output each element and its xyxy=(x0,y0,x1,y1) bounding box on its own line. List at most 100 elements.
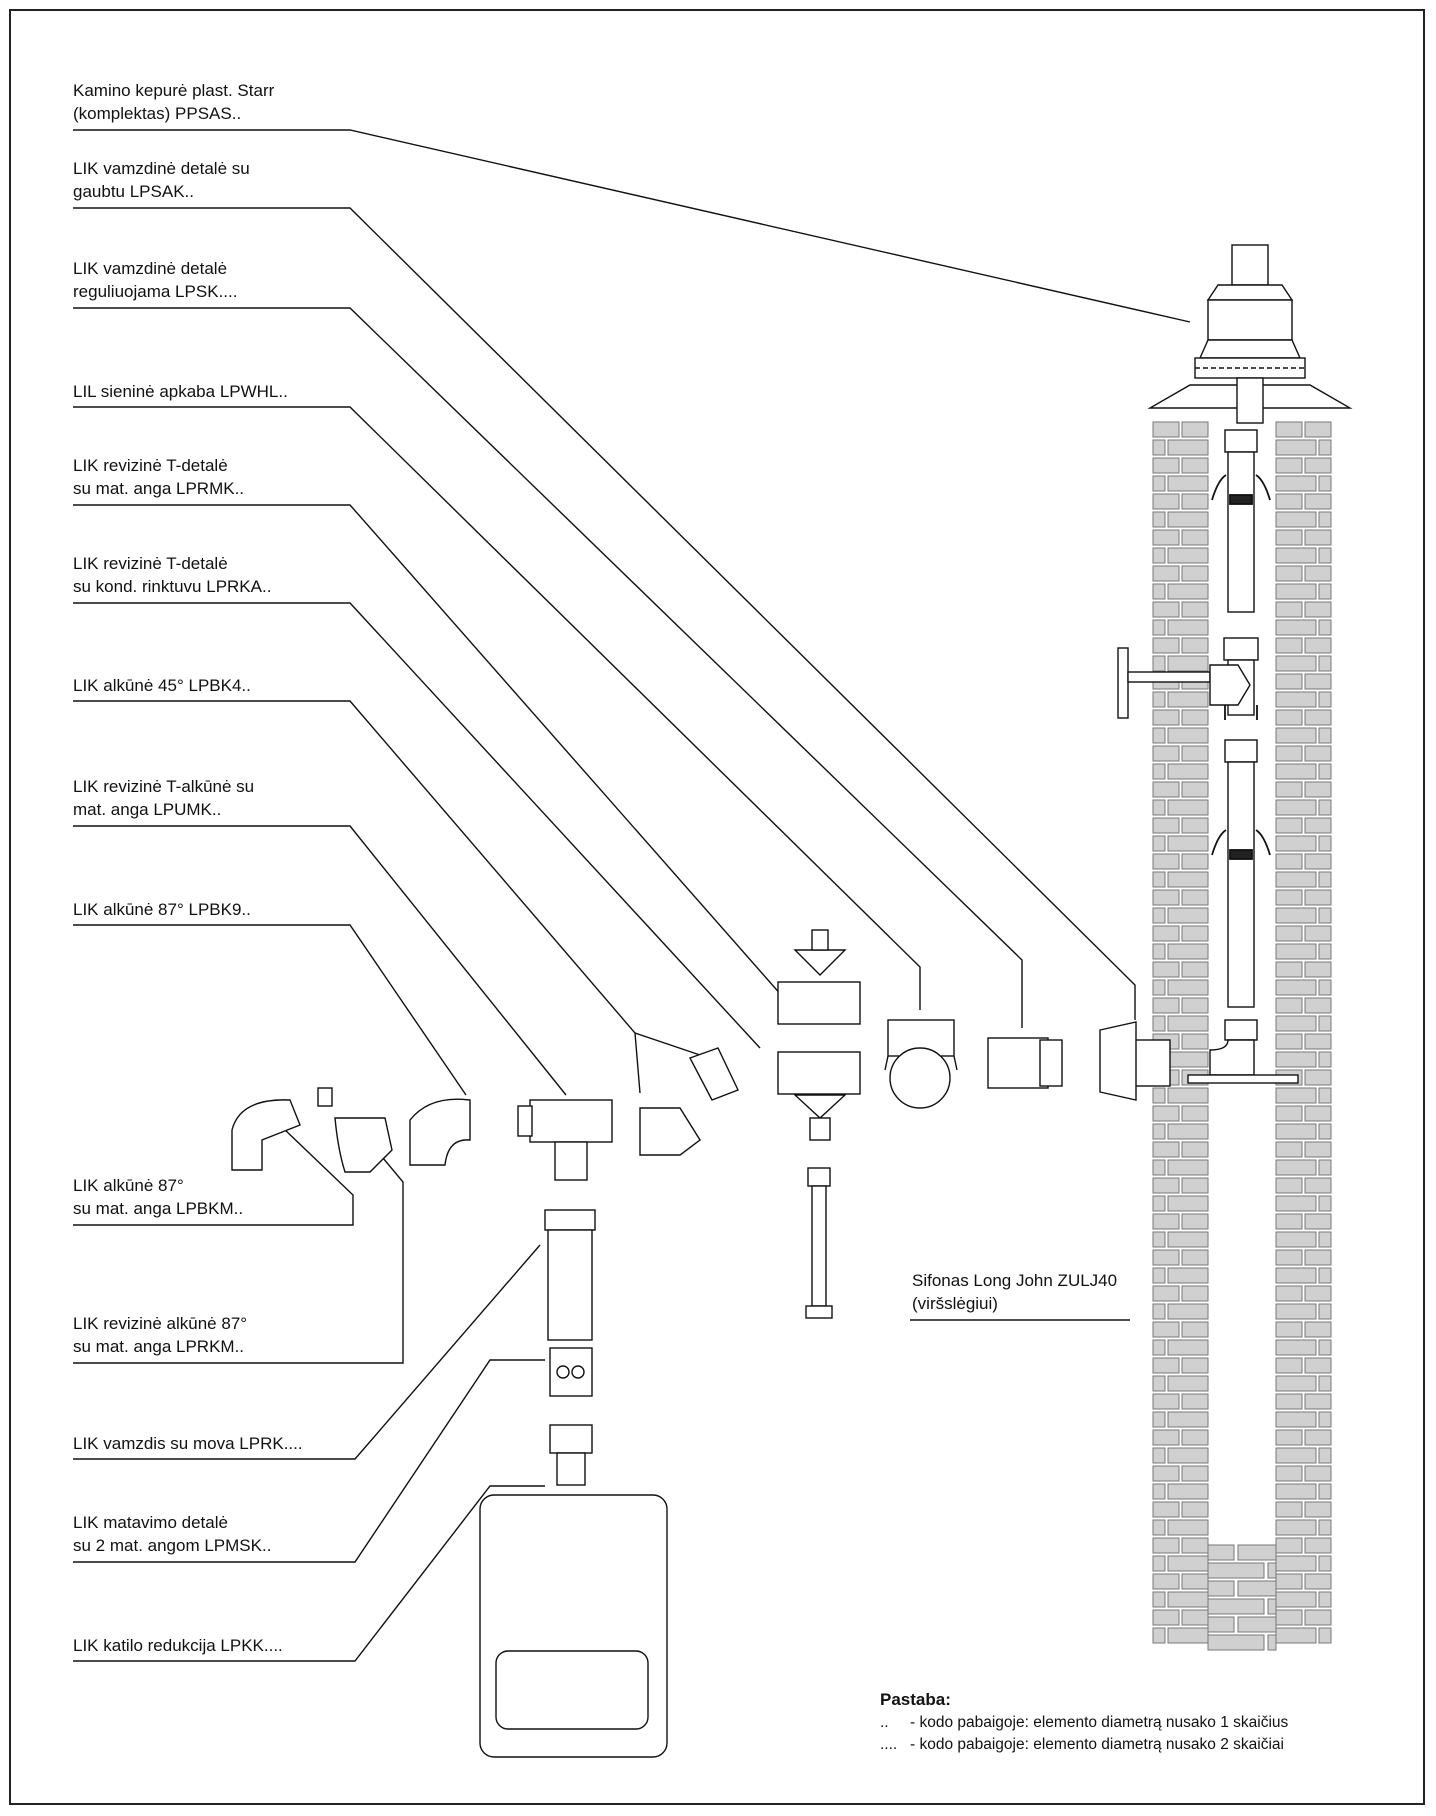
hood-cone xyxy=(1099,1021,1137,1101)
brick xyxy=(1167,979,1209,996)
brick xyxy=(1275,961,1303,978)
brick xyxy=(1304,889,1332,906)
brick xyxy=(1152,1393,1180,1410)
brick xyxy=(1181,1357,1209,1374)
brick xyxy=(1152,727,1166,744)
label-inspection-elbow-87: LIK revizinė alkūnė 87°su mat. anga LPRK… xyxy=(73,1314,248,1356)
brick xyxy=(1167,835,1209,852)
brick xyxy=(1167,583,1209,600)
brick xyxy=(1152,439,1166,456)
brick xyxy=(1152,745,1180,762)
measuring-part-body xyxy=(549,1347,593,1397)
brick xyxy=(1304,1141,1332,1158)
brick xyxy=(1181,529,1209,546)
brick xyxy=(1275,1267,1317,1284)
horizontal-flue-assembly xyxy=(231,929,1171,1486)
label-pipe-with-socket: LIK vamzdis su mova LPRK.... xyxy=(73,1434,303,1453)
brick xyxy=(1304,961,1332,978)
siphon-top xyxy=(807,1167,831,1187)
siphon-tube xyxy=(811,1185,827,1307)
brick xyxy=(1304,1249,1332,1266)
brick xyxy=(1167,907,1209,924)
brick xyxy=(1275,925,1303,942)
brick xyxy=(1152,493,1180,510)
brick xyxy=(1207,1562,1265,1579)
brick xyxy=(1181,1285,1209,1302)
brick xyxy=(1275,1213,1303,1230)
brick xyxy=(1318,763,1332,780)
brick xyxy=(1181,1393,1209,1410)
brick xyxy=(1207,1598,1265,1615)
brick xyxy=(1275,439,1317,456)
brick xyxy=(1152,1573,1180,1590)
cap-stack-pipe xyxy=(1231,244,1269,286)
brick xyxy=(1181,601,1209,618)
brick xyxy=(1275,1573,1303,1590)
brick xyxy=(1318,1591,1332,1608)
brick xyxy=(1181,1573,1209,1590)
brick xyxy=(1318,1339,1332,1356)
leader-line-elbow-45 xyxy=(73,700,641,1094)
brick xyxy=(1318,1519,1332,1536)
elbow-87-meas xyxy=(231,1099,301,1171)
brick xyxy=(1167,799,1209,816)
brick xyxy=(1152,1609,1180,1626)
top-pipe xyxy=(1227,451,1255,613)
brick xyxy=(1318,475,1332,492)
brick xyxy=(1167,1015,1209,1032)
brick xyxy=(1275,673,1303,690)
brick xyxy=(1304,529,1332,546)
brick xyxy=(1152,1519,1166,1536)
boiler-pipe xyxy=(547,1229,593,1341)
brick xyxy=(1275,1501,1303,1518)
brick xyxy=(1275,421,1303,438)
brick xyxy=(1267,1598,1277,1615)
brick xyxy=(1152,925,1180,942)
brick xyxy=(1318,871,1332,888)
brick xyxy=(1152,637,1180,654)
note-title: Pastaba: xyxy=(880,1690,951,1709)
inspection-elbow-87 xyxy=(334,1117,393,1173)
brick xyxy=(1275,1519,1317,1536)
tee-meas-cap xyxy=(793,949,847,976)
cap-inner-pipe xyxy=(1236,377,1264,424)
brick xyxy=(1275,943,1317,960)
brick xyxy=(1275,1015,1317,1032)
brick xyxy=(1318,1159,1332,1176)
brick xyxy=(1167,1591,1209,1608)
brick xyxy=(1275,1303,1317,1320)
brick xyxy=(1152,1285,1180,1302)
t-elbow-body xyxy=(529,1099,613,1143)
brick xyxy=(1152,1141,1180,1158)
brick xyxy=(1275,619,1317,636)
brick xyxy=(1167,511,1209,528)
brick xyxy=(1318,1483,1332,1500)
brick xyxy=(1275,745,1303,762)
brick xyxy=(1275,1555,1317,1572)
brick xyxy=(1181,1321,1209,1338)
brick xyxy=(1152,1213,1180,1230)
elbow-45-upper xyxy=(689,1047,739,1101)
brick xyxy=(1275,457,1303,474)
brick xyxy=(1304,601,1332,618)
brick xyxy=(1267,1562,1277,1579)
leader-line-pipe-with-socket xyxy=(73,1244,541,1460)
brick xyxy=(1304,817,1332,834)
boiler-pipe-socket xyxy=(544,1209,596,1231)
brick xyxy=(1167,871,1209,888)
chimney-brick-shaft xyxy=(1152,421,1332,1651)
brick xyxy=(1167,691,1209,708)
brick xyxy=(1152,853,1180,870)
brick xyxy=(1304,1537,1332,1554)
brick xyxy=(1181,817,1209,834)
label-chimney-cap: Kamino kepurė plast. Starr(komplektas) P… xyxy=(73,81,275,123)
brick xyxy=(1152,601,1180,618)
brick xyxy=(1275,691,1317,708)
brick xyxy=(1318,1123,1332,1140)
label-elbow-87-meas: LIK alkūnė 87°su mat. anga LPBKM.. xyxy=(73,1176,244,1218)
brick xyxy=(1275,1393,1303,1410)
leader-line-inspection-tee-meas xyxy=(73,504,791,1006)
reducer-bottom xyxy=(556,1452,586,1486)
brick xyxy=(1152,583,1166,600)
